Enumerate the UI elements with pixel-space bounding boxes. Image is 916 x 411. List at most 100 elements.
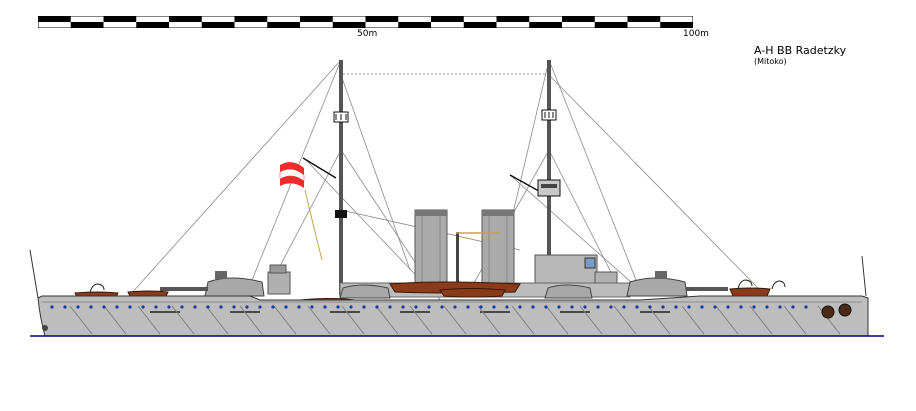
scale-segment	[38, 16, 71, 22]
scale-label-100m: 100m	[683, 29, 709, 39]
porthole	[232, 305, 236, 309]
porthole	[544, 305, 548, 309]
porthole	[648, 305, 652, 309]
hull-shading	[545, 305, 569, 335]
porthole	[284, 305, 288, 309]
hull-shading	[443, 305, 467, 335]
porthole	[661, 305, 665, 309]
porthole	[804, 305, 808, 309]
anchor-stern	[42, 325, 48, 331]
porthole	[193, 305, 197, 309]
anchor-bow	[821, 303, 852, 319]
ship-title: A-H BB Radetzky	[754, 44, 847, 57]
crane-post	[456, 232, 459, 292]
porthole	[505, 305, 509, 309]
porthole	[713, 305, 717, 309]
flag-halyard	[304, 189, 323, 261]
porthole	[518, 305, 522, 309]
porthole	[141, 305, 145, 309]
wing-turret-aft	[544, 284, 593, 299]
porthole	[167, 305, 171, 309]
porthole	[128, 305, 132, 309]
scale-segment	[431, 16, 464, 22]
scale-segment	[267, 22, 300, 28]
porthole	[596, 305, 600, 309]
scale-segment	[463, 22, 497, 28]
porthole	[791, 305, 795, 309]
hull-shading	[307, 305, 331, 335]
hull-shading	[749, 305, 773, 335]
scale-segment	[529, 22, 562, 28]
scale-segment	[365, 16, 399, 22]
scale-segment	[398, 22, 431, 28]
hull-shading	[647, 305, 671, 335]
mainmast	[537, 60, 561, 295]
hull-shading	[613, 305, 637, 335]
scale-segment	[70, 22, 104, 28]
hull-shading	[579, 305, 603, 335]
porthole	[349, 305, 353, 309]
porthole	[583, 305, 587, 309]
scale-segment	[660, 22, 693, 28]
porthole	[466, 305, 470, 309]
porthole	[635, 305, 639, 309]
funnel-fore	[414, 209, 448, 291]
porthole	[50, 305, 54, 309]
hull-shading	[409, 305, 433, 335]
scale-segment	[103, 16, 137, 22]
scale-segment	[332, 22, 366, 28]
hull-shading	[205, 305, 229, 335]
hull-shading	[171, 305, 195, 335]
porthole	[336, 305, 340, 309]
hull-shading	[783, 305, 807, 335]
porthole	[89, 305, 93, 309]
hull-shading	[341, 305, 365, 335]
porthole	[609, 305, 613, 309]
porthole	[778, 305, 782, 309]
porthole	[622, 305, 626, 309]
hull-shading	[715, 305, 739, 335]
scale-segment	[594, 22, 628, 28]
porthole	[726, 305, 730, 309]
porthole	[492, 305, 496, 309]
scale-segment	[234, 16, 268, 22]
porthole	[180, 305, 184, 309]
funnel-aft	[481, 209, 515, 291]
porthole	[115, 305, 119, 309]
artist-credit: (Mitoko)	[754, 57, 787, 66]
scale-segment	[562, 16, 595, 22]
porthole	[310, 305, 314, 309]
scale-segment	[169, 16, 202, 22]
hull-shading	[137, 305, 161, 335]
hull-shading	[103, 305, 127, 335]
porthole	[739, 305, 743, 309]
porthole	[297, 305, 301, 309]
scale-label-50m: 50m	[357, 29, 378, 39]
hull-shading	[239, 305, 263, 335]
porthole	[154, 305, 158, 309]
porthole	[401, 305, 405, 309]
porthole	[752, 305, 756, 309]
porthole	[375, 305, 379, 309]
hull-shading	[511, 305, 535, 335]
porthole	[687, 305, 691, 309]
hull-shading	[69, 305, 93, 335]
hull-shading	[375, 305, 399, 335]
porthole	[570, 305, 574, 309]
porthole	[102, 305, 106, 309]
porthole	[388, 305, 392, 309]
scale-segment	[627, 16, 661, 22]
hull-shading	[681, 305, 705, 335]
porthole	[362, 305, 366, 309]
porthole	[323, 305, 327, 309]
porthole	[76, 305, 80, 309]
porthole	[557, 305, 561, 309]
porthole	[479, 305, 483, 309]
porthole	[258, 305, 262, 309]
porthole	[271, 305, 275, 309]
porthole	[63, 305, 67, 309]
porthole	[206, 305, 210, 309]
scale-segment	[300, 16, 333, 22]
porthole	[245, 305, 249, 309]
porthole	[453, 305, 457, 309]
